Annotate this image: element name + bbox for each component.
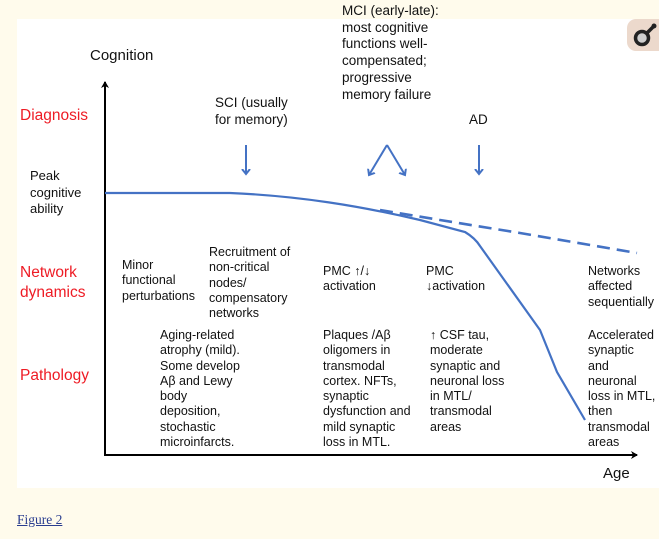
network-stage-3: PMC ↑/↓ activation xyxy=(323,264,376,294)
category-diagnosis: Diagnosis xyxy=(20,107,89,124)
category-pathology: Pathology xyxy=(20,367,89,384)
diagnosis-sci: SCI (usually for memory) xyxy=(215,95,288,127)
category-network-dynamics: Network dynamics xyxy=(20,264,86,301)
diagnosis-ad: AD xyxy=(469,112,488,127)
pathology-stage-2: Plaques /Aβ oligomers in transmodal cort… xyxy=(323,328,411,450)
network-stage-5: Networks affected sequentially xyxy=(588,264,655,309)
diagnosis-mci: MCI (early-late): most cognitive functio… xyxy=(342,3,439,102)
y-axis-label: Cognition xyxy=(90,47,154,64)
x-axis-label: Age xyxy=(603,465,630,482)
network-stage-4: PMC ↓activation xyxy=(426,264,486,294)
mci-arrow-left xyxy=(369,144,388,175)
pathology-stage-3: ↑ CSF tau, moderate synaptic and neurona… xyxy=(430,328,505,434)
normal-aging-dashed-curve xyxy=(379,208,638,255)
figure-panel xyxy=(17,19,659,488)
cognition-decline-curve xyxy=(105,191,586,421)
magnifier-icon xyxy=(633,23,657,47)
network-stage-2: Recruitment of non-critical nodes/ compe… xyxy=(209,245,291,321)
figure-2-link[interactable]: Figure 2 xyxy=(17,512,63,527)
mci-arrow-right xyxy=(386,144,405,175)
network-stage-1: Minor functional perturbations xyxy=(122,258,195,303)
pathology-stage-1: Aging-related atrophy (mild). Some devel… xyxy=(160,328,240,450)
magnifier-button[interactable] xyxy=(627,19,659,51)
peak-label: Peak cognitive ability xyxy=(30,168,82,216)
pathology-stage-4: Accelerated synaptic and neuronal loss i… xyxy=(588,328,656,450)
